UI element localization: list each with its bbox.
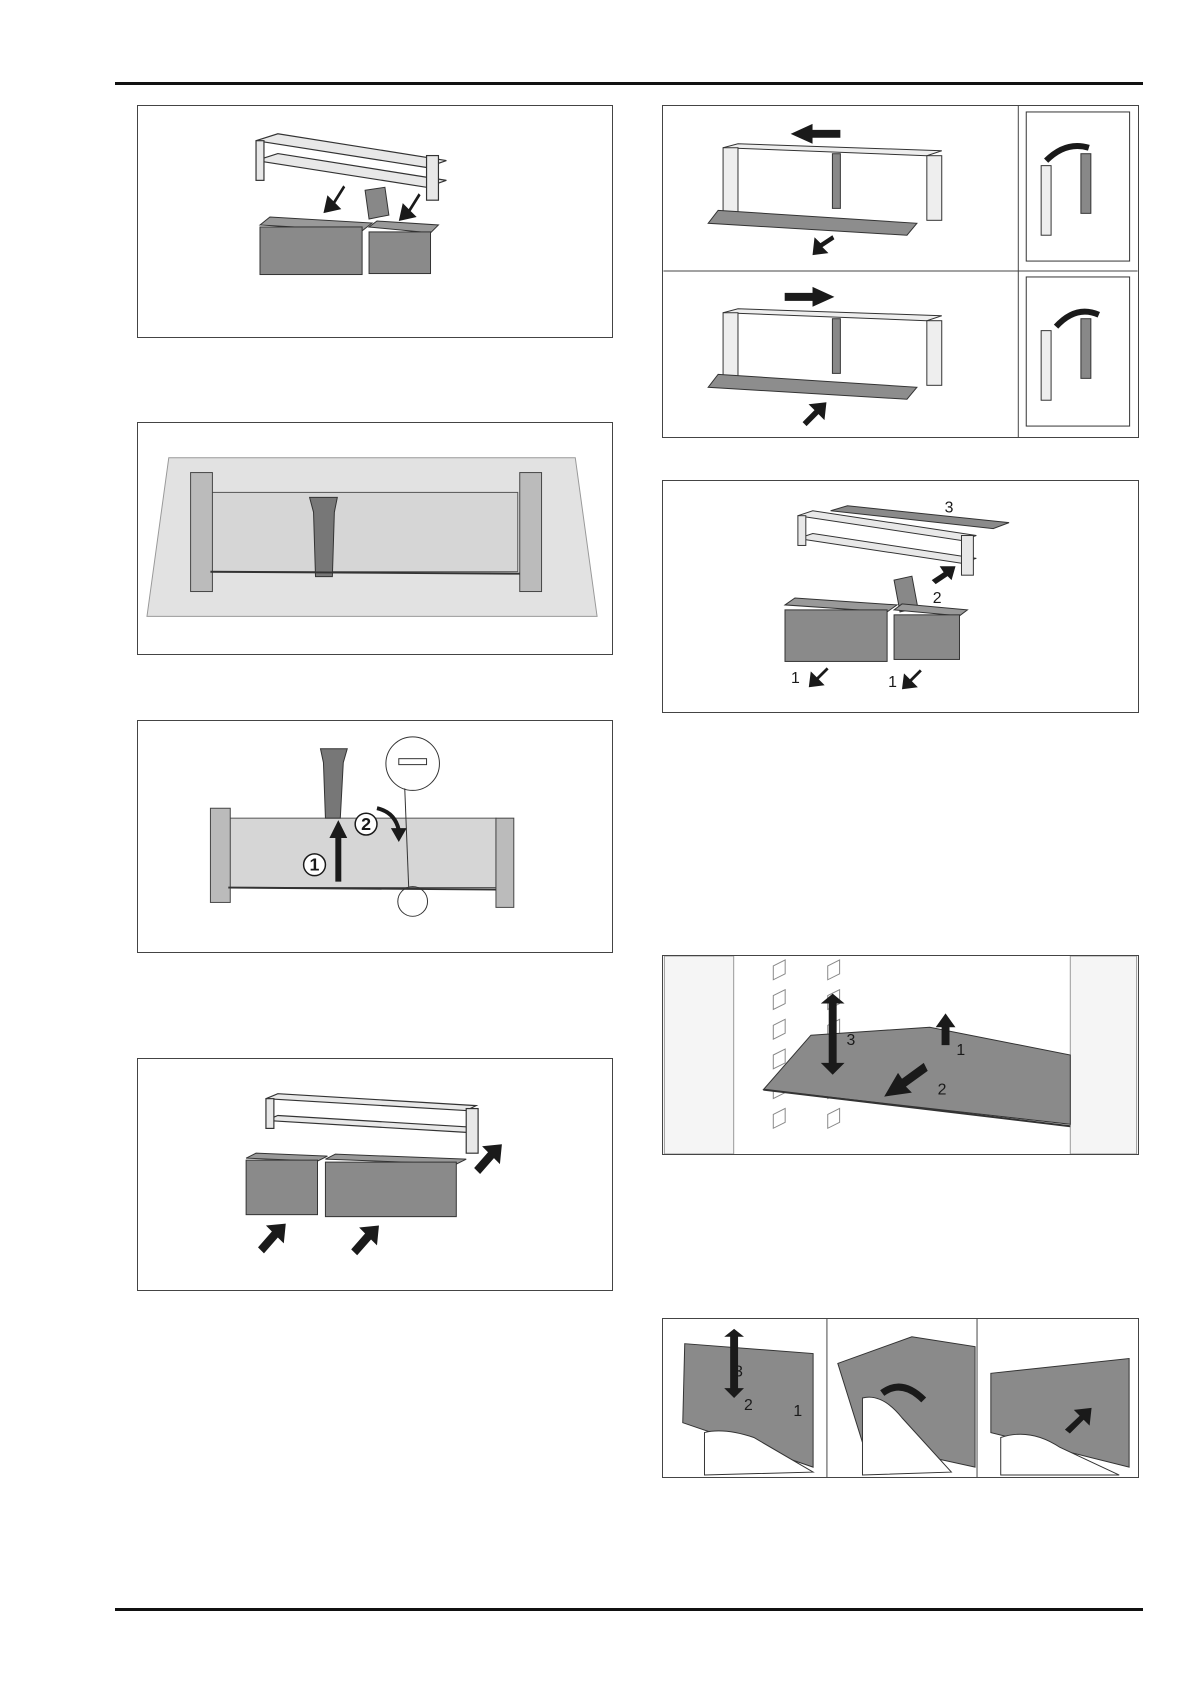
arrow-up-right-icon bbox=[351, 1226, 379, 1256]
drawer-left bbox=[246, 1153, 327, 1214]
step-2-label: 2 bbox=[744, 1397, 753, 1414]
panel-2 bbox=[838, 1337, 975, 1475]
label-divider: 2 bbox=[933, 590, 942, 607]
step-3-label: 3 bbox=[847, 1032, 856, 1049]
arrow-down-left-icon bbox=[809, 667, 829, 687]
label-drawer-left: 1 bbox=[791, 670, 800, 687]
step-2-label: 2 bbox=[938, 1082, 947, 1099]
arrow-down-left-icon bbox=[323, 185, 345, 213]
arrow-up-right-icon bbox=[803, 402, 827, 426]
shelf-back bbox=[210, 492, 517, 571]
end-bracket-left bbox=[191, 473, 213, 592]
figure-crisper-insert bbox=[137, 1058, 613, 1291]
side-wall-right bbox=[1070, 956, 1136, 1154]
panel-1: 3 2 1 bbox=[683, 1329, 813, 1475]
drawer-right bbox=[894, 604, 967, 660]
divider-part bbox=[320, 749, 347, 818]
divider-part bbox=[365, 187, 389, 219]
arrow-up-right-icon bbox=[258, 1224, 286, 1254]
panel-3 bbox=[991, 1359, 1129, 1476]
end-bracket-right bbox=[496, 818, 514, 907]
side-wall-left bbox=[664, 956, 733, 1154]
figure-crisper-cover-remove: 3 2 1 1 bbox=[662, 480, 1139, 713]
footer-rule bbox=[115, 1608, 1143, 1611]
arrow-down-left-icon bbox=[813, 235, 835, 255]
detail-circle-small bbox=[398, 887, 428, 917]
shelf-frame-bottom bbox=[708, 309, 942, 399]
crisper-frame bbox=[266, 1094, 478, 1153]
step-2-label: 2 bbox=[361, 814, 371, 834]
end-bracket-left bbox=[210, 808, 230, 902]
figure-divider-insert: 1 2 bbox=[137, 720, 613, 953]
figure-shelf-slide bbox=[662, 105, 1139, 438]
label-drawer-right: 1 bbox=[888, 674, 897, 691]
figure-glass-shelf bbox=[137, 422, 613, 655]
arrow-right-icon bbox=[785, 287, 835, 307]
figure-shelf-remove: 3 1 2 bbox=[662, 955, 1139, 1155]
figure-shelf-hands: 3 2 1 bbox=[662, 1318, 1139, 1478]
arrow-down-left-icon bbox=[902, 669, 922, 689]
drawer-left bbox=[785, 598, 897, 661]
arrow-down-left-icon bbox=[399, 193, 421, 221]
step-1-label: 1 bbox=[310, 855, 320, 875]
header-rule bbox=[115, 82, 1143, 85]
step-3-label: 3 bbox=[734, 1363, 743, 1380]
drawer-left bbox=[260, 217, 372, 275]
figure-crisper-remove bbox=[137, 105, 613, 338]
arrow-left-icon bbox=[791, 124, 841, 144]
crisper-frame bbox=[256, 134, 446, 200]
step-1-label: 1 bbox=[793, 1403, 802, 1420]
arrow-up-right-icon bbox=[932, 566, 956, 584]
drawer-right bbox=[325, 1154, 466, 1216]
end-bracket-right bbox=[520, 473, 542, 592]
label-cover: 3 bbox=[945, 500, 954, 517]
drawer-right bbox=[369, 221, 438, 274]
step-1-label: 1 bbox=[956, 1042, 965, 1059]
shelf-frame-top bbox=[708, 144, 942, 235]
